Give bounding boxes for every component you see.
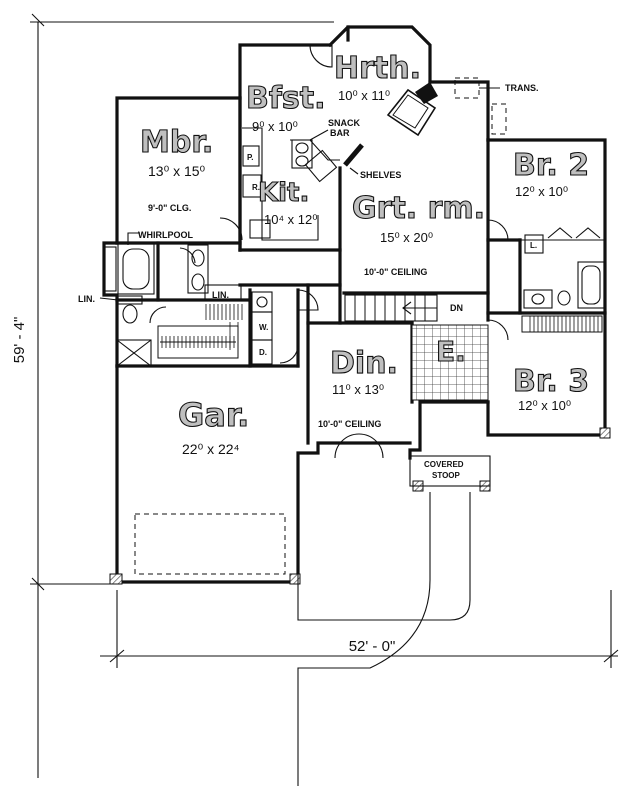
width-label: 52' - 0" <box>349 638 396 655</box>
label-whirlpool: WHIRLPOOL <box>138 230 193 240</box>
room-br3-size: 12⁰ x 10⁰ <box>518 398 571 413</box>
lin-closet-hall <box>204 284 242 301</box>
width-dimension: 52' - 0" <box>100 590 619 668</box>
refrigerator <box>242 174 262 198</box>
closet-hatch <box>161 304 243 350</box>
room-bfst-name: Bfst. <box>246 81 326 116</box>
room-entry-name: E. <box>436 335 466 368</box>
label-washer: W. <box>259 323 268 332</box>
room-hrth-name: Hrth. <box>334 51 421 86</box>
sink <box>191 249 205 267</box>
room-br2-size: 12⁰ x 10⁰ <box>515 184 568 199</box>
footing-corner <box>289 573 301 585</box>
label-snack: SNACK <box>328 118 361 128</box>
label-covered: COVERED <box>424 460 464 469</box>
shower <box>116 339 152 367</box>
label-lin-hall: LIN. <box>212 290 229 300</box>
label-bar: BAR <box>330 128 350 138</box>
room-hrth-size: 10⁰ x 11⁰ <box>338 88 390 103</box>
room-kit-name: Kit. <box>258 178 309 208</box>
kitchen-counters <box>242 127 340 241</box>
label-shelves: SHELVES <box>360 170 401 180</box>
room-mbr-size: 13⁰ x 15⁰ <box>148 163 206 179</box>
dryer <box>251 339 273 365</box>
room-br2-name: Br. 2 <box>513 148 589 183</box>
room-mbr-name: Mbr. <box>140 125 213 160</box>
fireplace <box>343 82 438 167</box>
room-grt-name: Grt. rm. <box>352 191 485 226</box>
entry-tile <box>411 324 489 401</box>
label-lin-bath: LIN. <box>78 294 95 304</box>
master-vanity <box>187 244 209 294</box>
whirlpool-tub <box>103 232 155 295</box>
room-din-note: 10'-0" CEILING <box>318 419 381 429</box>
room-gar-size: 22⁰ x 22⁴ <box>182 441 240 457</box>
footing-corner <box>109 573 123 585</box>
utility-sink <box>251 291 273 313</box>
hall-bath <box>523 261 605 309</box>
stairs <box>344 294 438 322</box>
garage-door <box>134 513 286 575</box>
label-dryer: D. <box>259 348 267 357</box>
room-din-size: 11⁰ x 13⁰ <box>332 382 384 397</box>
interior-walls <box>115 96 522 445</box>
transom <box>454 77 480 99</box>
label-down: DN <box>450 303 463 313</box>
label-stoop: STOOP <box>432 471 461 480</box>
footing-corner <box>599 427 611 439</box>
toilet <box>122 304 138 324</box>
walkway <box>297 458 471 786</box>
br3-closet <box>521 315 603 333</box>
depth-dimension: 59' - 4" <box>11 13 334 778</box>
br2-closet <box>520 227 605 254</box>
label-trans: TRANS. <box>505 83 539 93</box>
depth-label: 59' - 4" <box>11 317 28 364</box>
room-grt-size: 15⁰ x 20⁰ <box>380 230 433 245</box>
covered-stoop <box>409 455 491 487</box>
label-refrigerator: R. <box>252 183 260 192</box>
room-br3-name: Br. 3 <box>513 364 589 399</box>
label-closet-br2: L. <box>530 241 537 250</box>
room-mbr-note: 9'-0" CLG. <box>148 203 191 213</box>
room-din-name: Din. <box>330 346 398 381</box>
transom <box>491 103 507 135</box>
room-kit-size: 10⁴ x 12⁰ <box>264 212 317 227</box>
room-grt-note: 10'-0" CEILING <box>364 267 427 277</box>
pantry <box>242 145 260 167</box>
bathtub <box>577 261 605 309</box>
label-pantry: P. <box>247 153 254 162</box>
room-bfst-size: 9⁰ x 10⁰ <box>252 119 298 134</box>
sink <box>191 273 205 291</box>
room-gar-name: Gar. <box>178 396 249 434</box>
